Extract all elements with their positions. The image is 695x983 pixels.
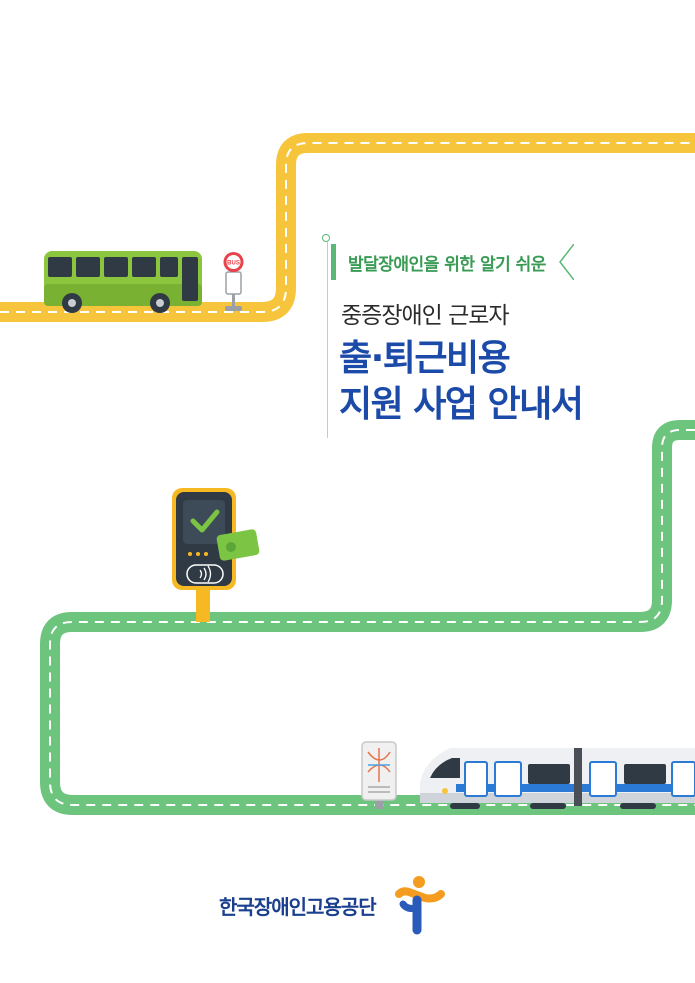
train-illustration bbox=[420, 748, 695, 809]
cover-title-line2: 지원 사업 안내서 bbox=[339, 384, 584, 425]
cover-title: 출·퇴근비용 지원 사업 안내서 bbox=[339, 336, 584, 428]
organization-name: 한국장애인고용공단 bbox=[219, 894, 377, 919]
yellow-road bbox=[0, 133, 695, 322]
guide-tag: 발달장애인을 위한 알기 쉬운 bbox=[331, 244, 574, 280]
green-road bbox=[40, 420, 695, 815]
bus-stop-sign: BUS bbox=[223, 252, 244, 311]
organization-logo-icon bbox=[395, 876, 445, 935]
cover-subtitle: 중증장애인 근로자 bbox=[341, 303, 510, 329]
title-divider-line bbox=[327, 242, 328, 438]
subway-map-board bbox=[361, 741, 397, 809]
cover-title-line1: 출·퇴근비용 bbox=[339, 338, 511, 379]
card-reader-illustration bbox=[172, 488, 260, 622]
publisher-footer: 한국장애인고용공단 bbox=[219, 872, 459, 938]
title-line-dot bbox=[322, 234, 330, 242]
guide-tag-text: 발달장애인을 위한 알기 쉬운 bbox=[348, 254, 546, 275]
title-block: 발달장애인을 위한 알기 쉬운 중증장애인 근로자 출·퇴근비용 지원 사업 안… bbox=[322, 234, 685, 439]
bus-sign-text: BUS bbox=[227, 261, 240, 267]
bus-illustration bbox=[44, 251, 202, 313]
tag-notch-shape bbox=[558, 244, 574, 280]
